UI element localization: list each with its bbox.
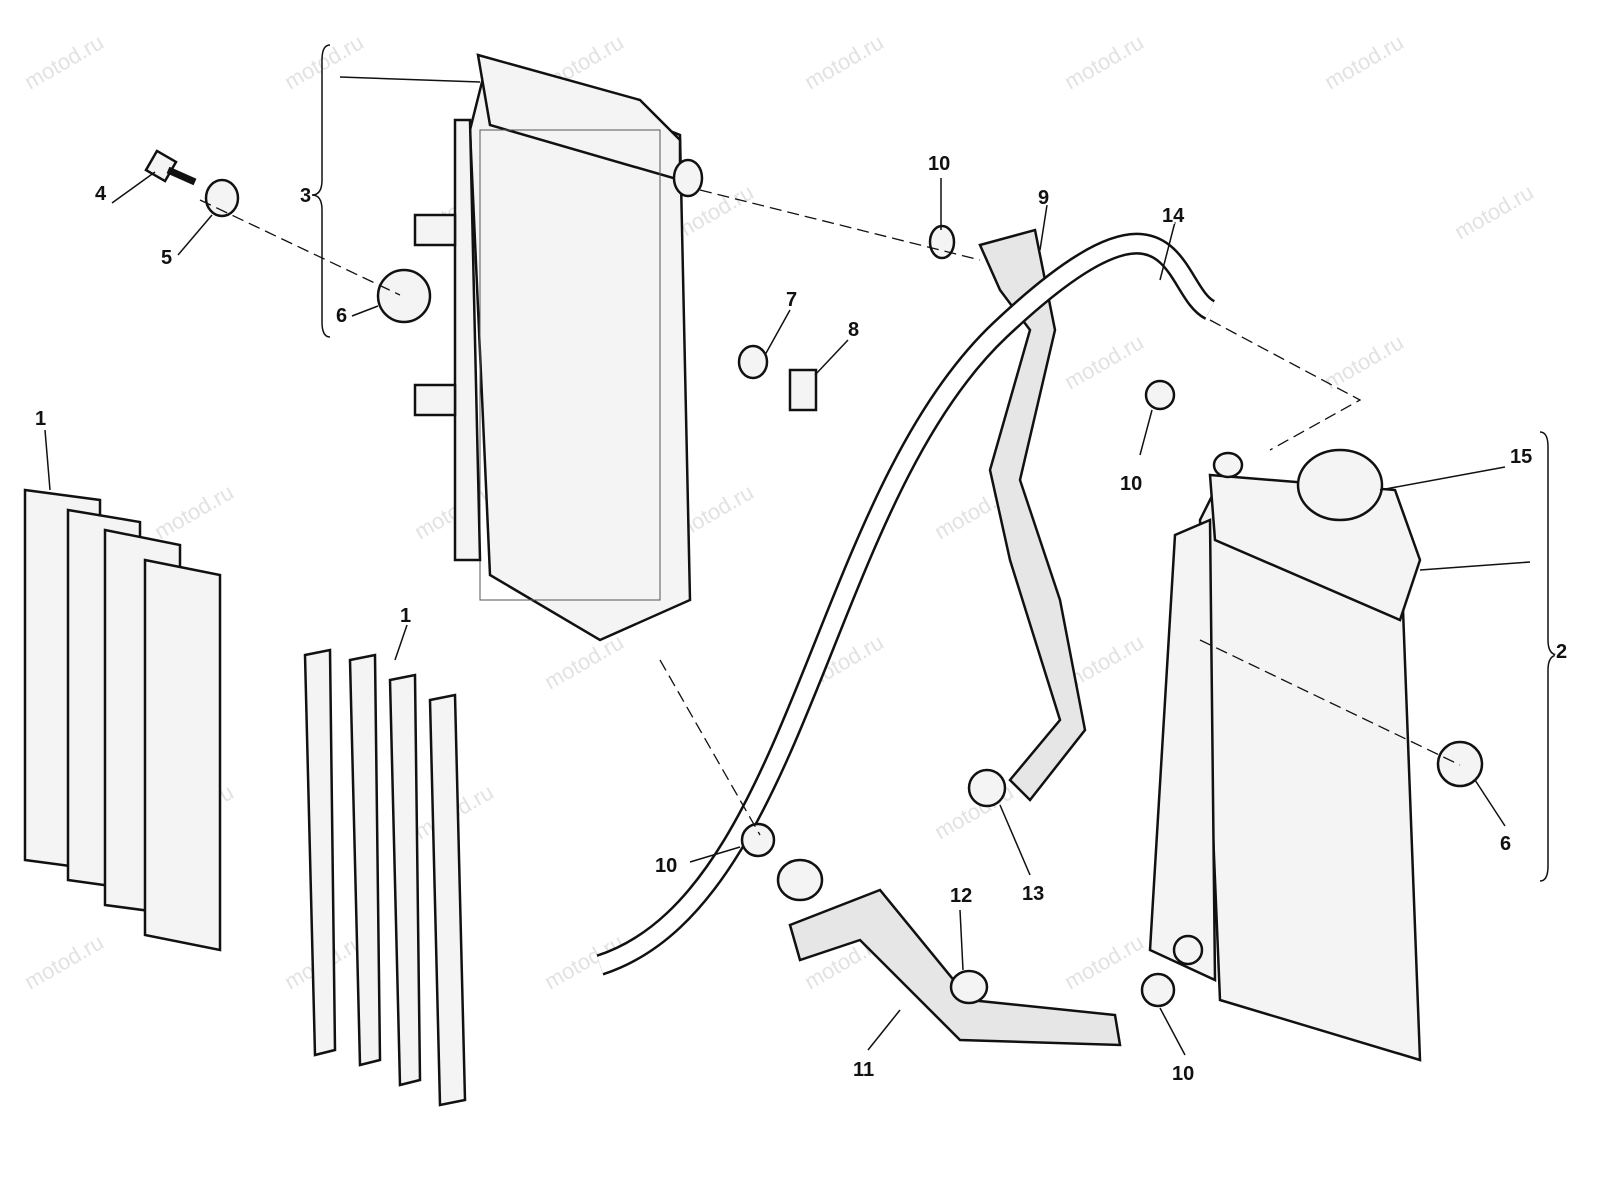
hose-14 bbox=[597, 235, 1215, 974]
hose-11 bbox=[788, 888, 1122, 1047]
callout-4: 4 bbox=[95, 183, 107, 205]
collar-7 bbox=[737, 344, 769, 380]
grommet-6b bbox=[1436, 740, 1484, 788]
left-radiator bbox=[413, 53, 704, 642]
callout-labels: 1 1 2 3 4 5 6 6 7 8 9 10 10 10 10 11 12 … bbox=[33, 151, 1569, 1087]
callout-1: 1 bbox=[400, 605, 411, 627]
watermark-text: motod.ru bbox=[20, 929, 108, 994]
watermark-text: motod.ru bbox=[1320, 29, 1408, 94]
grille bbox=[303, 648, 467, 1107]
callout-15: 15 bbox=[1510, 446, 1532, 468]
clamp-10a bbox=[928, 224, 956, 260]
clip-nut-8 bbox=[788, 368, 818, 412]
washer-5 bbox=[204, 178, 240, 218]
clamp-13 bbox=[967, 768, 1007, 808]
clamp-10b bbox=[1144, 379, 1176, 411]
callout-3: 3 bbox=[300, 185, 311, 207]
watermark-text: motod.ru bbox=[1060, 929, 1148, 994]
callout-10: 10 bbox=[655, 855, 677, 877]
callout-2: 2 bbox=[1556, 641, 1567, 663]
louvre-panels bbox=[23, 488, 222, 952]
callout-7: 7 bbox=[786, 289, 797, 311]
callout-14: 14 bbox=[1162, 205, 1185, 227]
callout-12: 12 bbox=[950, 885, 972, 907]
callout-5: 5 bbox=[161, 247, 172, 269]
hose-9 bbox=[978, 228, 1087, 802]
watermark-text: motod.ru bbox=[1060, 329, 1148, 394]
clamp-12 bbox=[949, 969, 989, 1005]
callout-9: 9 bbox=[1038, 187, 1049, 209]
watermark-text: motod.ru bbox=[1320, 329, 1408, 394]
watermark-text: motod.ru bbox=[150, 479, 238, 544]
grommet-6a bbox=[376, 268, 432, 324]
watermark-text: motod.ru bbox=[20, 29, 108, 94]
clamp-10c bbox=[740, 822, 776, 858]
callout-10: 10 bbox=[1120, 473, 1142, 495]
callout-10: 10 bbox=[1172, 1063, 1194, 1085]
radiator-cap bbox=[1296, 448, 1384, 522]
callout-11: 11 bbox=[853, 1059, 874, 1081]
watermark-text: motod.ru bbox=[800, 29, 888, 94]
callout-8: 8 bbox=[848, 319, 859, 341]
left-radiator-core bbox=[479, 129, 661, 601]
watermark-text: motod.ru bbox=[540, 629, 628, 694]
clamp-10d bbox=[1140, 972, 1176, 1008]
callout-10: 10 bbox=[928, 153, 950, 175]
watermark-text: motod.ru bbox=[280, 29, 368, 94]
right-radiator bbox=[1148, 448, 1422, 1062]
bolt-4 bbox=[144, 149, 197, 186]
leader-lines bbox=[44, 76, 1531, 1056]
callout-1: 1 bbox=[35, 408, 46, 430]
watermark-text: motod.ru bbox=[1060, 29, 1148, 94]
callout-13: 13 bbox=[1022, 883, 1044, 905]
callout-6: 6 bbox=[1500, 833, 1511, 855]
callout-6: 6 bbox=[336, 305, 347, 327]
watermark-text: motod.ru bbox=[1450, 179, 1538, 244]
